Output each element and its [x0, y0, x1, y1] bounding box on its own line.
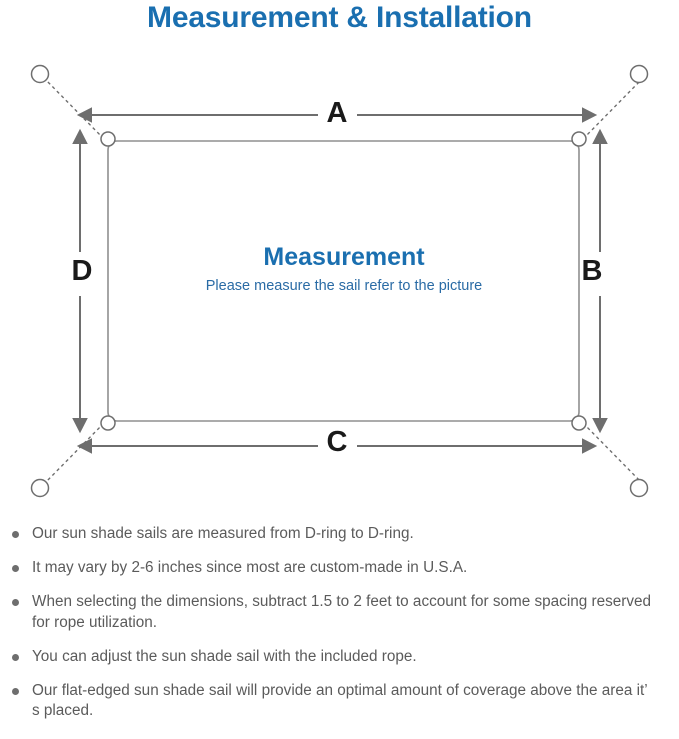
- bullet-icon: [12, 687, 19, 695]
- list-item: Our flat-edged sun shade sail will provi…: [0, 681, 655, 721]
- rope-line-bottom-left: [43, 422, 105, 485]
- d-ring-top-right: [571, 131, 587, 147]
- bullet-icon: [12, 531, 19, 538]
- d-ring-bottom-left: [100, 415, 116, 431]
- rope-line-top-right: [582, 77, 644, 140]
- measurement-diagram: Measurement Please measure the sail refe…: [0, 40, 679, 520]
- bullet-icon: [12, 599, 19, 607]
- bullet-icon: [12, 565, 19, 573]
- d-ring-top-left: [100, 131, 116, 147]
- page-title: Measurement & Installation: [147, 1, 532, 34]
- sail-body-outline: [107, 140, 580, 422]
- d-ring-bottom-right: [571, 415, 587, 431]
- dimension-label-a: A: [326, 97, 348, 129]
- rope-line-bottom-right: [582, 422, 644, 485]
- notes-list: Our sun shade sails are measured from D-…: [0, 524, 679, 735]
- list-item: Our sun shade sails are measured from D-…: [0, 524, 655, 544]
- sail-measurement-label: Measurement: [263, 243, 425, 271]
- note-text: Our flat-edged sun shade sail will provi…: [32, 681, 648, 720]
- list-item: It may vary by 2-6 inches since most are…: [0, 558, 655, 578]
- sail-measurement-instruction: Please measure the sail refer to the pic…: [205, 278, 483, 294]
- bullet-icon: [12, 653, 19, 661]
- note-text: It may vary by 2-6 inches since most are…: [32, 559, 468, 577]
- anchor-point-bottom-left: [30, 478, 50, 498]
- anchor-point-bottom-right: [629, 478, 649, 498]
- anchor-point-top-right: [629, 64, 649, 84]
- note-text: Our sun shade sails are measured from D-…: [32, 525, 414, 542]
- dimension-label-d: D: [71, 255, 93, 287]
- note-text: When selecting the dimensions, subtract …: [32, 593, 652, 631]
- list-item: You can adjust the sun shade sail with t…: [0, 647, 655, 667]
- note-text: You can adjust the sun shade sail with t…: [32, 647, 417, 665]
- anchor-point-top-left: [30, 64, 50, 84]
- dimension-label-b: B: [581, 255, 603, 287]
- list-item: When selecting the dimensions, subtract …: [0, 592, 655, 632]
- dimension-label-c: C: [326, 426, 348, 458]
- sail-diagram-svg: [30, 64, 649, 498]
- rope-line-top-left: [43, 77, 105, 140]
